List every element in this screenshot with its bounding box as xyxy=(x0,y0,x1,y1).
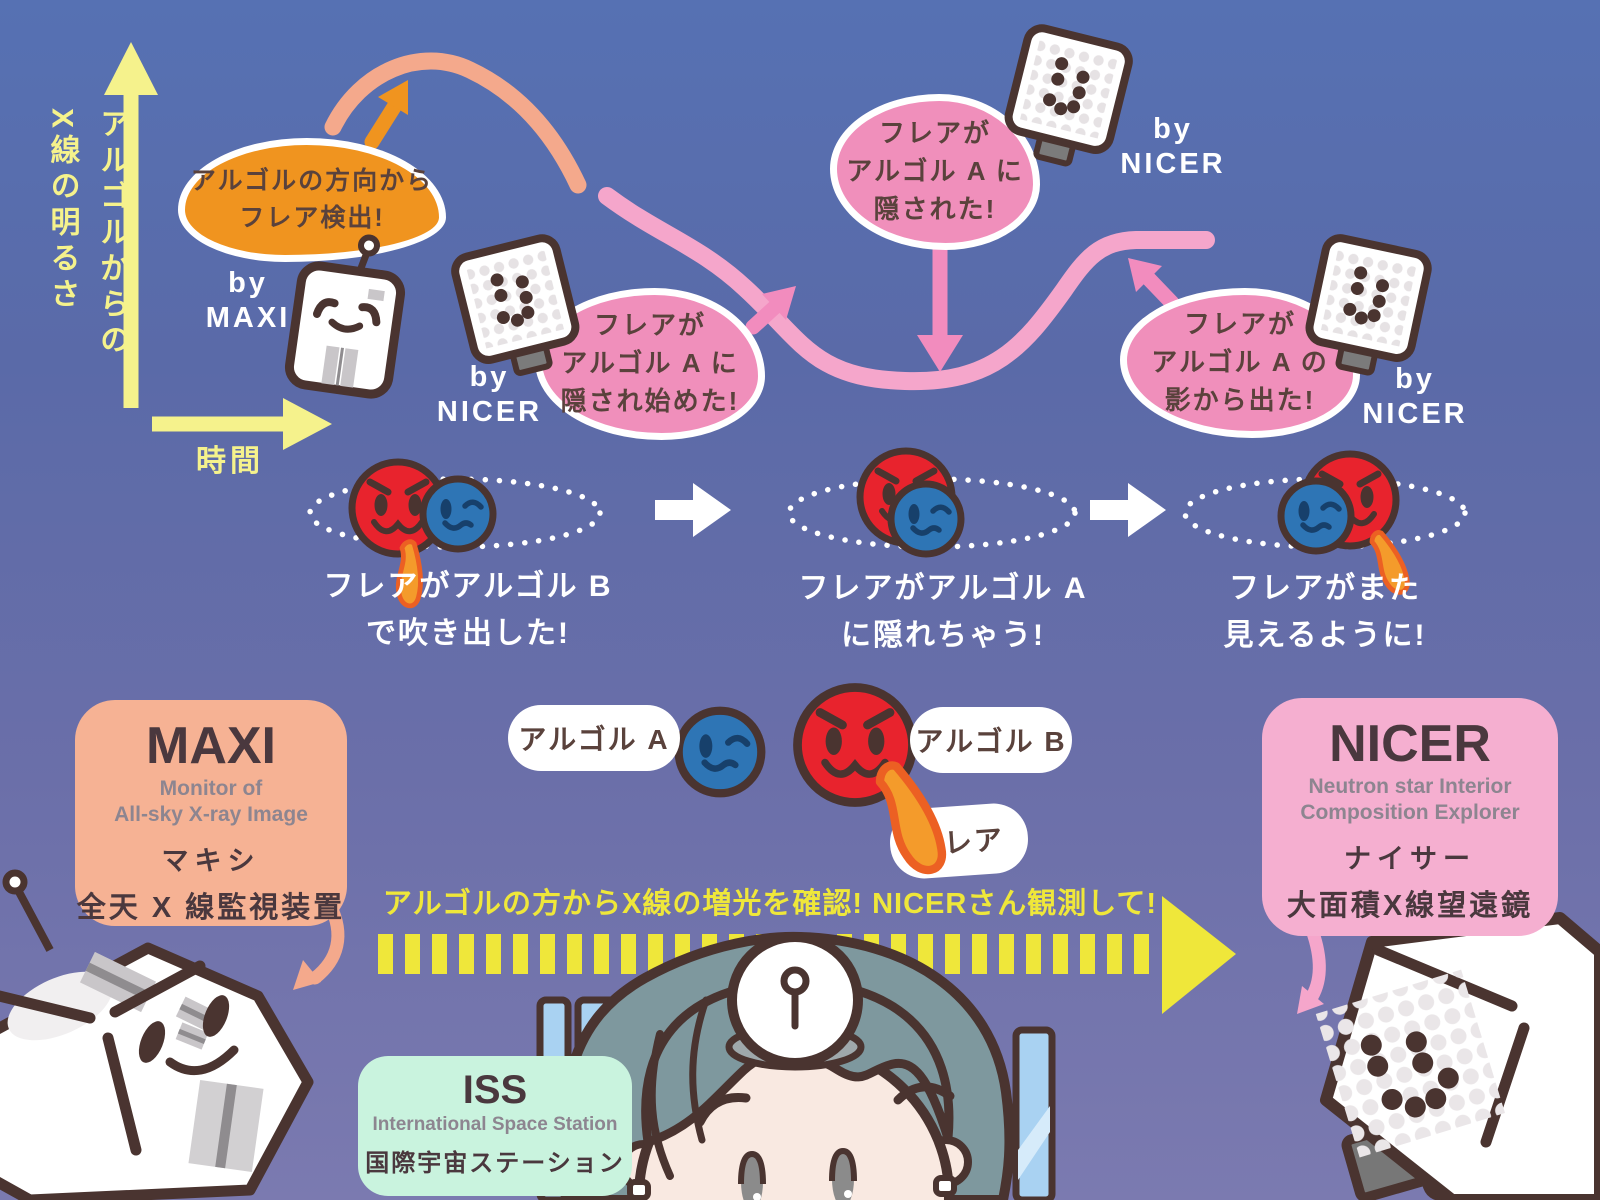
by-nicer-credit-end: by NICER xyxy=(1362,363,1468,430)
y-axis xyxy=(104,42,158,408)
by-maxi-credit: by MAXI xyxy=(205,267,291,334)
nicer-satellite-icon-start xyxy=(436,222,596,382)
x-axis xyxy=(152,398,332,450)
sequence-caption-2: フレアがアルゴル A に隠れちゃう! xyxy=(798,572,1088,652)
maxi-card-desc: 全天 X 線監視装置 xyxy=(76,891,346,924)
sequence-caption-3: フレアがまた 見えるように! xyxy=(1223,572,1427,652)
eclipse-mid-text: フレアが アルゴル A に 隠された! xyxy=(846,118,1024,224)
maxi-card-kana: マキシ xyxy=(161,845,261,876)
lightcurve-rise xyxy=(324,52,587,194)
eclipse-mid-arrow xyxy=(917,242,963,372)
iss-card-subtitle: International Space Station xyxy=(372,1114,618,1135)
eclipse-end-text: フレアが アルゴル A の 影から出た! xyxy=(1151,309,1329,415)
y-axis-label: アルゴルからの X線の明るさ xyxy=(45,108,129,360)
iss-card-title: ISS xyxy=(462,1068,528,1112)
orbit-diagram-1 xyxy=(307,462,603,607)
maxi-card-title: MAXI xyxy=(146,717,276,775)
orbit-diagram-3 xyxy=(1182,454,1468,596)
nicer-card: NICER Neutron star Interior Composition … xyxy=(1262,698,1558,936)
sequence-caption-1: フレアがアルゴル B で吹き出した! xyxy=(323,570,613,650)
nicer-card-kana: ナイサー xyxy=(1344,843,1476,874)
nicer-satellite-icon-mid xyxy=(988,12,1148,172)
eclipse-end-arrow xyxy=(1128,258,1180,311)
maxi-card: MAXI Monitor of All-sky X-ray Image マキシ … xyxy=(75,700,347,926)
iss-crew-character xyxy=(558,931,1015,1200)
maxi-robot-icon xyxy=(275,230,415,405)
maxi-satellite xyxy=(0,869,314,1200)
step-arrow-2 xyxy=(1090,483,1166,537)
step-arrow-1 xyxy=(655,483,731,537)
iss-card-desc: 国際宇宙ステーション xyxy=(365,1149,625,1177)
nicer-card-title: NICER xyxy=(1329,715,1491,773)
maxi-detection-text: アルゴルの方向から フレア検出! xyxy=(190,166,434,233)
algol-a-label: アルゴル A xyxy=(518,724,670,755)
head-lamp-icon xyxy=(727,932,863,1068)
algol-a-label-pill: アルゴル A xyxy=(508,705,680,771)
nicer-card-desc: 大面積X線望遠鏡 xyxy=(1286,889,1534,922)
by-nicer-credit-start: by NICER xyxy=(436,361,543,428)
orbit-diagram-2 xyxy=(786,451,1078,554)
eclipse-start-arrow xyxy=(745,286,796,335)
by-nicer-credit-mid: by NICER xyxy=(1120,113,1226,180)
maxi-card-subtitle: Monitor of All-sky X-ray Image xyxy=(114,777,308,827)
x-axis-label: 時間 xyxy=(196,445,264,478)
nicer-card-subtitle: Neutron star Interior Composition Explor… xyxy=(1300,775,1520,825)
maxi-to-nicer-message: アルゴルの方からX線の増光を確認! NICERさん観測して! xyxy=(382,888,1158,920)
eclipse-start-text: フレアが アルゴル A に 隠され始めた! xyxy=(560,310,740,416)
nicer-satellite xyxy=(1315,912,1600,1200)
iss-card: ISS International Space Station 国際宇宙ステーシ… xyxy=(358,1056,632,1196)
algol-b-label: アルゴル B xyxy=(915,726,1067,757)
maxi-detection-bubble: アルゴルの方向から フレア検出! xyxy=(178,138,446,262)
lightcurve-eclipse xyxy=(598,187,1215,391)
nicer-satellite-icon-end xyxy=(1288,221,1448,381)
flare-detection-arrow xyxy=(364,80,408,150)
algol-a-star xyxy=(679,711,762,794)
nicer-card-arrow xyxy=(1297,923,1326,1014)
algol-b-label-pill: アルゴル B xyxy=(910,707,1072,773)
